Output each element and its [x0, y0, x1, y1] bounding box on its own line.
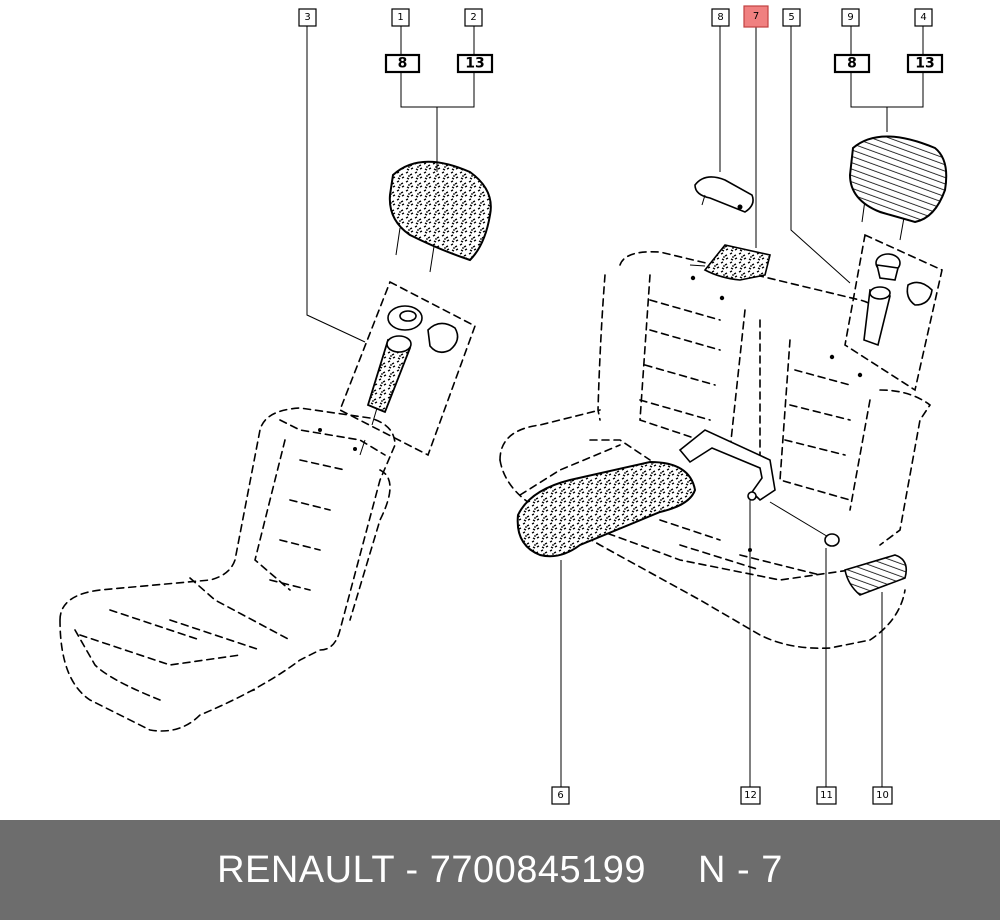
latch-part: [689, 244, 771, 281]
part-number-label: RENAULT - 7700845199: [217, 848, 647, 891]
callout-3: 3: [298, 8, 317, 27]
armrest-pin: [769, 501, 840, 547]
svg-text:8: 8: [717, 12, 723, 23]
center-armrest: [516, 460, 697, 558]
callout-6: 6: [551, 786, 570, 805]
svg-text:13: 13: [915, 56, 934, 72]
svg-text:2: 2: [470, 12, 476, 23]
svg-text:6: 6: [557, 790, 563, 801]
svg-text:9: 9: [847, 12, 853, 23]
svg-text:3: 3: [304, 12, 310, 23]
ref-box-left-8: 8: [384, 53, 421, 74]
callout-10: 10: [872, 786, 893, 805]
callout-2: 2: [464, 8, 483, 27]
callout-4: 4: [914, 8, 933, 27]
ref-box-right-8: 8: [833, 53, 871, 74]
svg-text:8: 8: [398, 56, 408, 72]
svg-text:7: 7: [753, 11, 759, 22]
svg-text:1: 1: [397, 12, 403, 23]
rear-bench: [499, 250, 932, 650]
ref-box-right-13: 13: [906, 53, 944, 74]
svg-text:4: 4: [920, 12, 926, 23]
callout-5: 5: [782, 8, 801, 27]
left-guide-assembly: [338, 280, 476, 457]
reference-label: N - 7: [698, 848, 783, 891]
callout-11: 11: [816, 786, 837, 805]
svg-text:12: 12: [744, 790, 757, 801]
right-headrest: [848, 135, 948, 241]
armrest-bracket: [678, 429, 776, 502]
svg-text:13: 13: [465, 56, 484, 72]
footer-bar: RENAULT - 7700845199 N - 7: [0, 820, 1000, 920]
ref-box-left-13: 13: [456, 53, 494, 74]
callout-1: 1: [391, 8, 410, 27]
svg-text:5: 5: [788, 12, 794, 23]
latch-cover: [694, 176, 754, 213]
front-seat: [59, 407, 396, 732]
right-guide-assembly: [844, 233, 943, 392]
callout-9: 9: [841, 8, 860, 27]
side-trim-cover: [844, 554, 908, 596]
callout-7-highlighted[interactable]: 7: [743, 5, 769, 28]
svg-text:11: 11: [820, 790, 833, 801]
callout-12: 12: [740, 786, 761, 805]
seat-exploded-diagram: 3 1 2 8 7 5 9 4 8 13 8 13: [59, 5, 948, 805]
leader-lines: [306, 26, 924, 788]
left-headrest: [388, 160, 492, 273]
svg-text:8: 8: [847, 56, 857, 72]
svg-text:10: 10: [876, 790, 889, 801]
callout-8: 8: [711, 8, 730, 27]
